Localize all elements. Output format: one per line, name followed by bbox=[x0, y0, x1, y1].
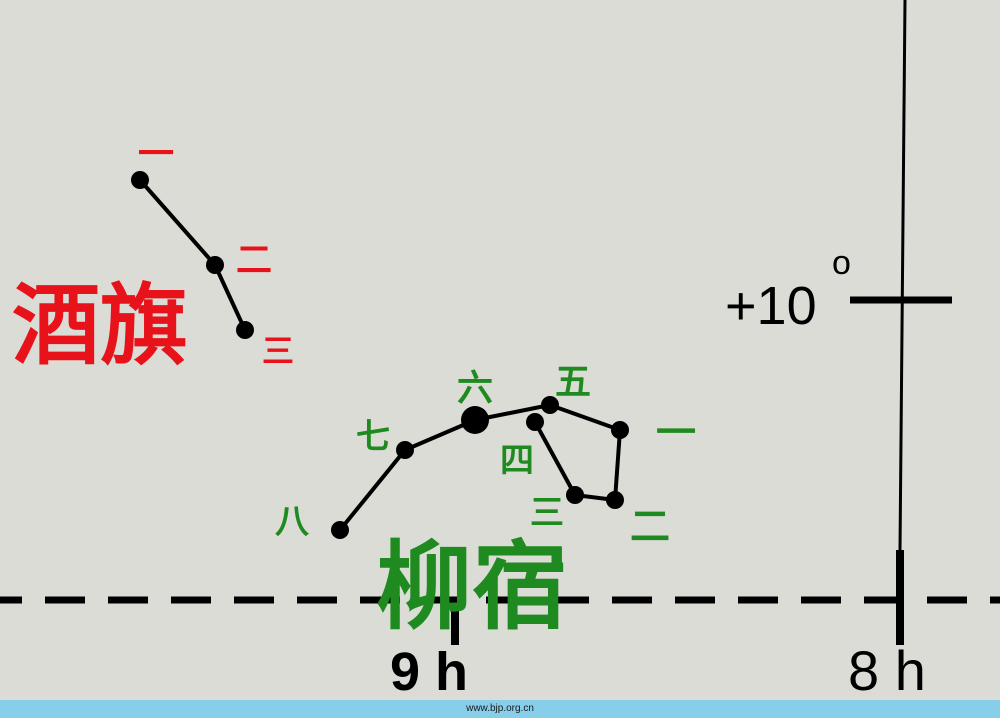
liuxiu-star-6 bbox=[461, 406, 489, 434]
liuxiu-star-4 bbox=[526, 413, 544, 431]
liuxiu-star-2-label: 二 bbox=[630, 504, 670, 550]
liuxiu-star-8 bbox=[331, 521, 349, 539]
ra-8h-label: 8 h bbox=[848, 639, 926, 702]
dec-plus10-label: +10 bbox=[725, 276, 817, 336]
liuxiu-star-3 bbox=[566, 486, 584, 504]
liuxiu-star-7-label: 七 bbox=[356, 417, 390, 457]
liuxiu-star-5-label: 五 bbox=[555, 362, 591, 403]
ra-9h-label: 9 h bbox=[390, 642, 468, 702]
jiuqi-star-3-label: 三 bbox=[262, 332, 294, 370]
jiuqi-star-2 bbox=[206, 256, 224, 274]
liuxiu-star-8-label: 八 bbox=[275, 502, 310, 542]
coordinate-grid bbox=[0, 0, 1000, 645]
footer-website-link[interactable]: www.bjp.org.cn bbox=[466, 703, 534, 714]
liuxiu-star-5 bbox=[541, 396, 559, 414]
liuxiu-star-1-label: 一 bbox=[656, 410, 696, 456]
liuxiu-star-3-label: 三 bbox=[530, 493, 564, 533]
liuxiu-star-4-label: 四 bbox=[500, 441, 534, 481]
liuxiu-star-7 bbox=[396, 441, 414, 459]
liuxiu-constellation: 一 二 三 四 五 六 七 八 柳宿 bbox=[275, 362, 696, 643]
jiuqi-star-1-label: 一 bbox=[138, 134, 174, 175]
jiuqi-constellation: 一 二 三 酒旗 bbox=[12, 134, 294, 377]
jiuqi-star-2-label: 二 bbox=[236, 240, 272, 281]
dec-degree-symbol: o bbox=[832, 244, 851, 282]
jiuqi-star-3 bbox=[236, 321, 254, 339]
jiuqi-constellation-name: 酒旗 bbox=[12, 274, 188, 377]
jiuqi-star-1 bbox=[131, 171, 149, 189]
liuxiu-star-6-label: 六 bbox=[457, 368, 493, 409]
liuxiu-star-2 bbox=[606, 491, 624, 509]
liuxiu-star-1 bbox=[611, 421, 629, 439]
footer-bar: www.bjp.org.cn bbox=[0, 700, 1000, 718]
ra-8h-meridian-line bbox=[898, 0, 907, 551]
liuxiu-constellation-name: 柳宿 bbox=[376, 531, 568, 643]
